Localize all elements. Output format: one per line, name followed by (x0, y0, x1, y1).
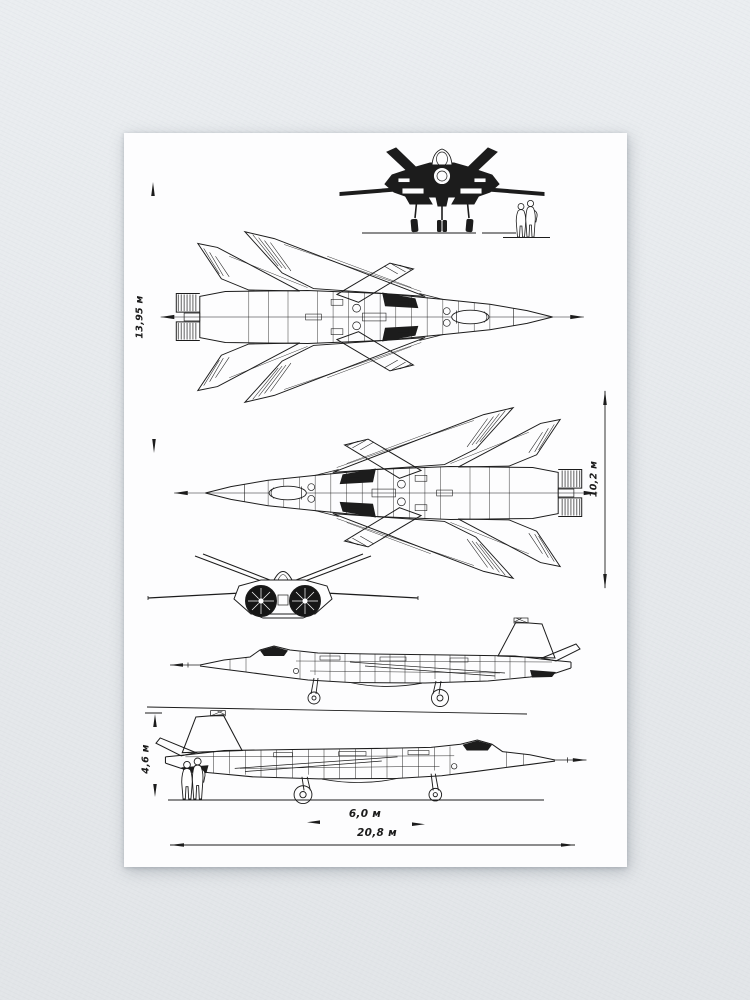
side-view-facing-right (155, 710, 588, 805)
dimension-height (145, 712, 162, 797)
ground-crew-bottom (181, 757, 206, 800)
ground-crew-top (503, 199, 550, 238)
wheel-base-dimension-label: 6,0 м (348, 808, 382, 820)
height-dimension-label: 4,6 м (140, 744, 152, 774)
dimension-wheel-base (307, 820, 425, 826)
front-view-small (147, 553, 419, 619)
side-view-facing-left (169, 617, 581, 707)
blueprint-drawing (145, 147, 607, 847)
bottom-plan-view (174, 408, 597, 579)
dimension-stab-span (603, 390, 607, 589)
dimension-length (170, 843, 575, 847)
ground-line-upper (146, 706, 528, 715)
top-plan-view (161, 232, 584, 403)
length-dimension-label: 20,8 м (357, 827, 397, 839)
stab-span-dimension-label: 10,2 м (588, 460, 600, 498)
front-view-with-ground-crew (339, 147, 545, 234)
dimension-span-arrows (151, 182, 156, 453)
span-dimension-label: 13,95 м (134, 295, 146, 339)
blueprint-poster: 13,95 м 10,2 м 4,6 м 6,0 м 20,8 м (124, 133, 627, 867)
